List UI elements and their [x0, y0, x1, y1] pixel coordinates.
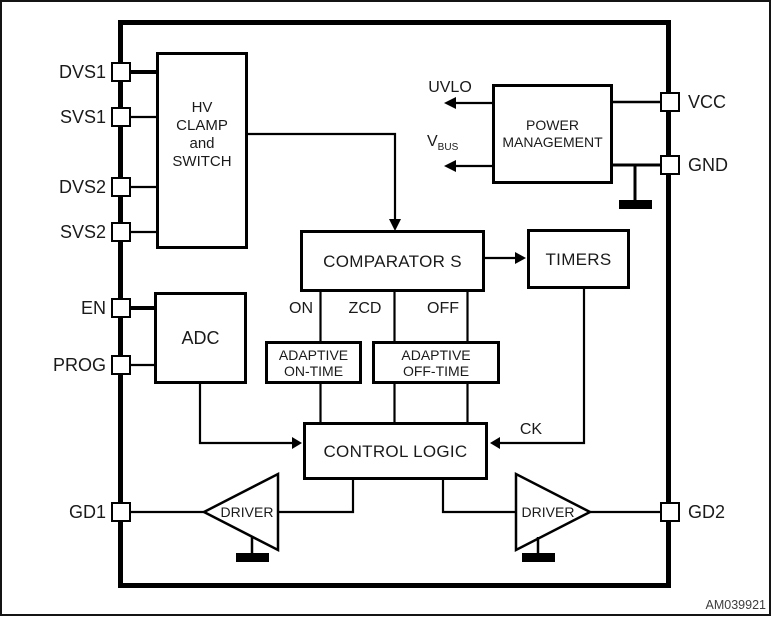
driver1-triangle — [201, 471, 280, 553]
pin-gd2 — [660, 502, 680, 522]
ground-symbol-driver1 — [236, 553, 269, 562]
ground-symbol-driver2 — [522, 553, 555, 562]
arrow-uvlo — [444, 97, 456, 109]
comparators-label: COMPARATOR S — [323, 251, 462, 271]
block-timers: TIMERS — [527, 229, 630, 289]
pin-dvs1 — [111, 62, 131, 82]
figure-code: AM039921 — [705, 598, 766, 612]
hv-clamp-line1: HV — [191, 99, 213, 116]
block-adaptive-on-time: ADAPTIVE ON-TIME — [265, 341, 362, 384]
pin-gnd — [660, 155, 680, 175]
wire-adc-to-control — [198, 383, 293, 445]
signal-label-uvlo: UVLO — [428, 79, 472, 96]
pin-label-dvs1: DVS1 — [58, 62, 106, 82]
arrow-into-comparators — [389, 219, 401, 231]
pin-vcc — [660, 92, 680, 112]
pin-label-vcc: VCC — [688, 92, 727, 112]
vbus-subscript: BUS — [437, 142, 459, 154]
adaptive-off-time-line1: ADAPTIVE — [401, 346, 471, 363]
block-adc: ADC — [154, 292, 247, 384]
adc-label: ADC — [181, 328, 220, 348]
arrow-into-timers — [515, 252, 526, 264]
block-adaptive-off-time: ADAPTIVE OFF-TIME — [372, 341, 500, 384]
block-power-management: POWER MANAGEMENT — [492, 84, 613, 184]
pin-label-dvs2: DVS2 — [58, 177, 106, 197]
pin-svs1 — [111, 107, 131, 127]
adaptive-off-time-line2: OFF-TIME — [402, 362, 470, 379]
ground-symbol-pm — [619, 200, 652, 209]
signal-label-off: OFF — [427, 300, 459, 317]
driver1-label: DRIVER — [220, 504, 274, 520]
wire-control-to-driver1 — [277, 478, 355, 514]
signal-label-zcd: ZCD — [348, 300, 382, 317]
power-management-line1: POWER — [526, 117, 579, 133]
block-control-logic: CONTROL LOGIC — [303, 422, 488, 480]
pin-gd1 — [111, 502, 131, 522]
driver2-triangle — [514, 471, 593, 553]
pin-prog — [111, 355, 131, 375]
pin-svs2 — [111, 222, 131, 242]
driver2-label: DRIVER — [521, 504, 575, 520]
block-comparators: COMPARATOR S — [300, 230, 485, 292]
adaptive-on-time-line2: ON-TIME — [283, 362, 344, 379]
arrow-ck-into-control — [490, 437, 500, 449]
hv-clamp-line3: and — [189, 135, 215, 152]
arrow-vbus — [444, 160, 456, 172]
hv-clamp-line4: SWITCH — [172, 153, 232, 170]
hv-clamp-line2: CLAMP — [176, 117, 228, 134]
arrow-adc-into-control — [292, 437, 302, 449]
pin-label-prog: PROG — [52, 355, 106, 375]
signal-label-on: ON — [289, 300, 313, 317]
wire-ck — [499, 288, 586, 445]
timers-label: TIMERS — [545, 249, 612, 269]
pin-label-gnd: GND — [688, 155, 728, 175]
power-management-line2: MANAGEMENT — [502, 134, 603, 150]
pin-dvs2 — [111, 177, 131, 197]
block-hv-clamp-switch: HV CLAMP and SWITCH — [156, 52, 248, 249]
wire-hv-to-comparators — [247, 132, 397, 224]
adaptive-on-time-line1: ADAPTIVE — [278, 346, 349, 363]
vbus-base: V — [427, 133, 438, 150]
signal-label-ck: CK — [519, 421, 543, 438]
pin-label-svs2: SVS2 — [59, 222, 106, 242]
wire-control-to-driver2 — [441, 478, 516, 514]
pin-label-en: EN — [80, 298, 106, 318]
signal-label-vbus: VBUS — [427, 133, 458, 156]
pin-label-gd1: GD1 — [68, 502, 106, 522]
pin-label-svs1: SVS1 — [59, 107, 106, 127]
pin-en — [111, 298, 131, 318]
pin-label-gd2: GD2 — [688, 502, 726, 522]
control-logic-label: CONTROL LOGIC — [323, 441, 468, 461]
